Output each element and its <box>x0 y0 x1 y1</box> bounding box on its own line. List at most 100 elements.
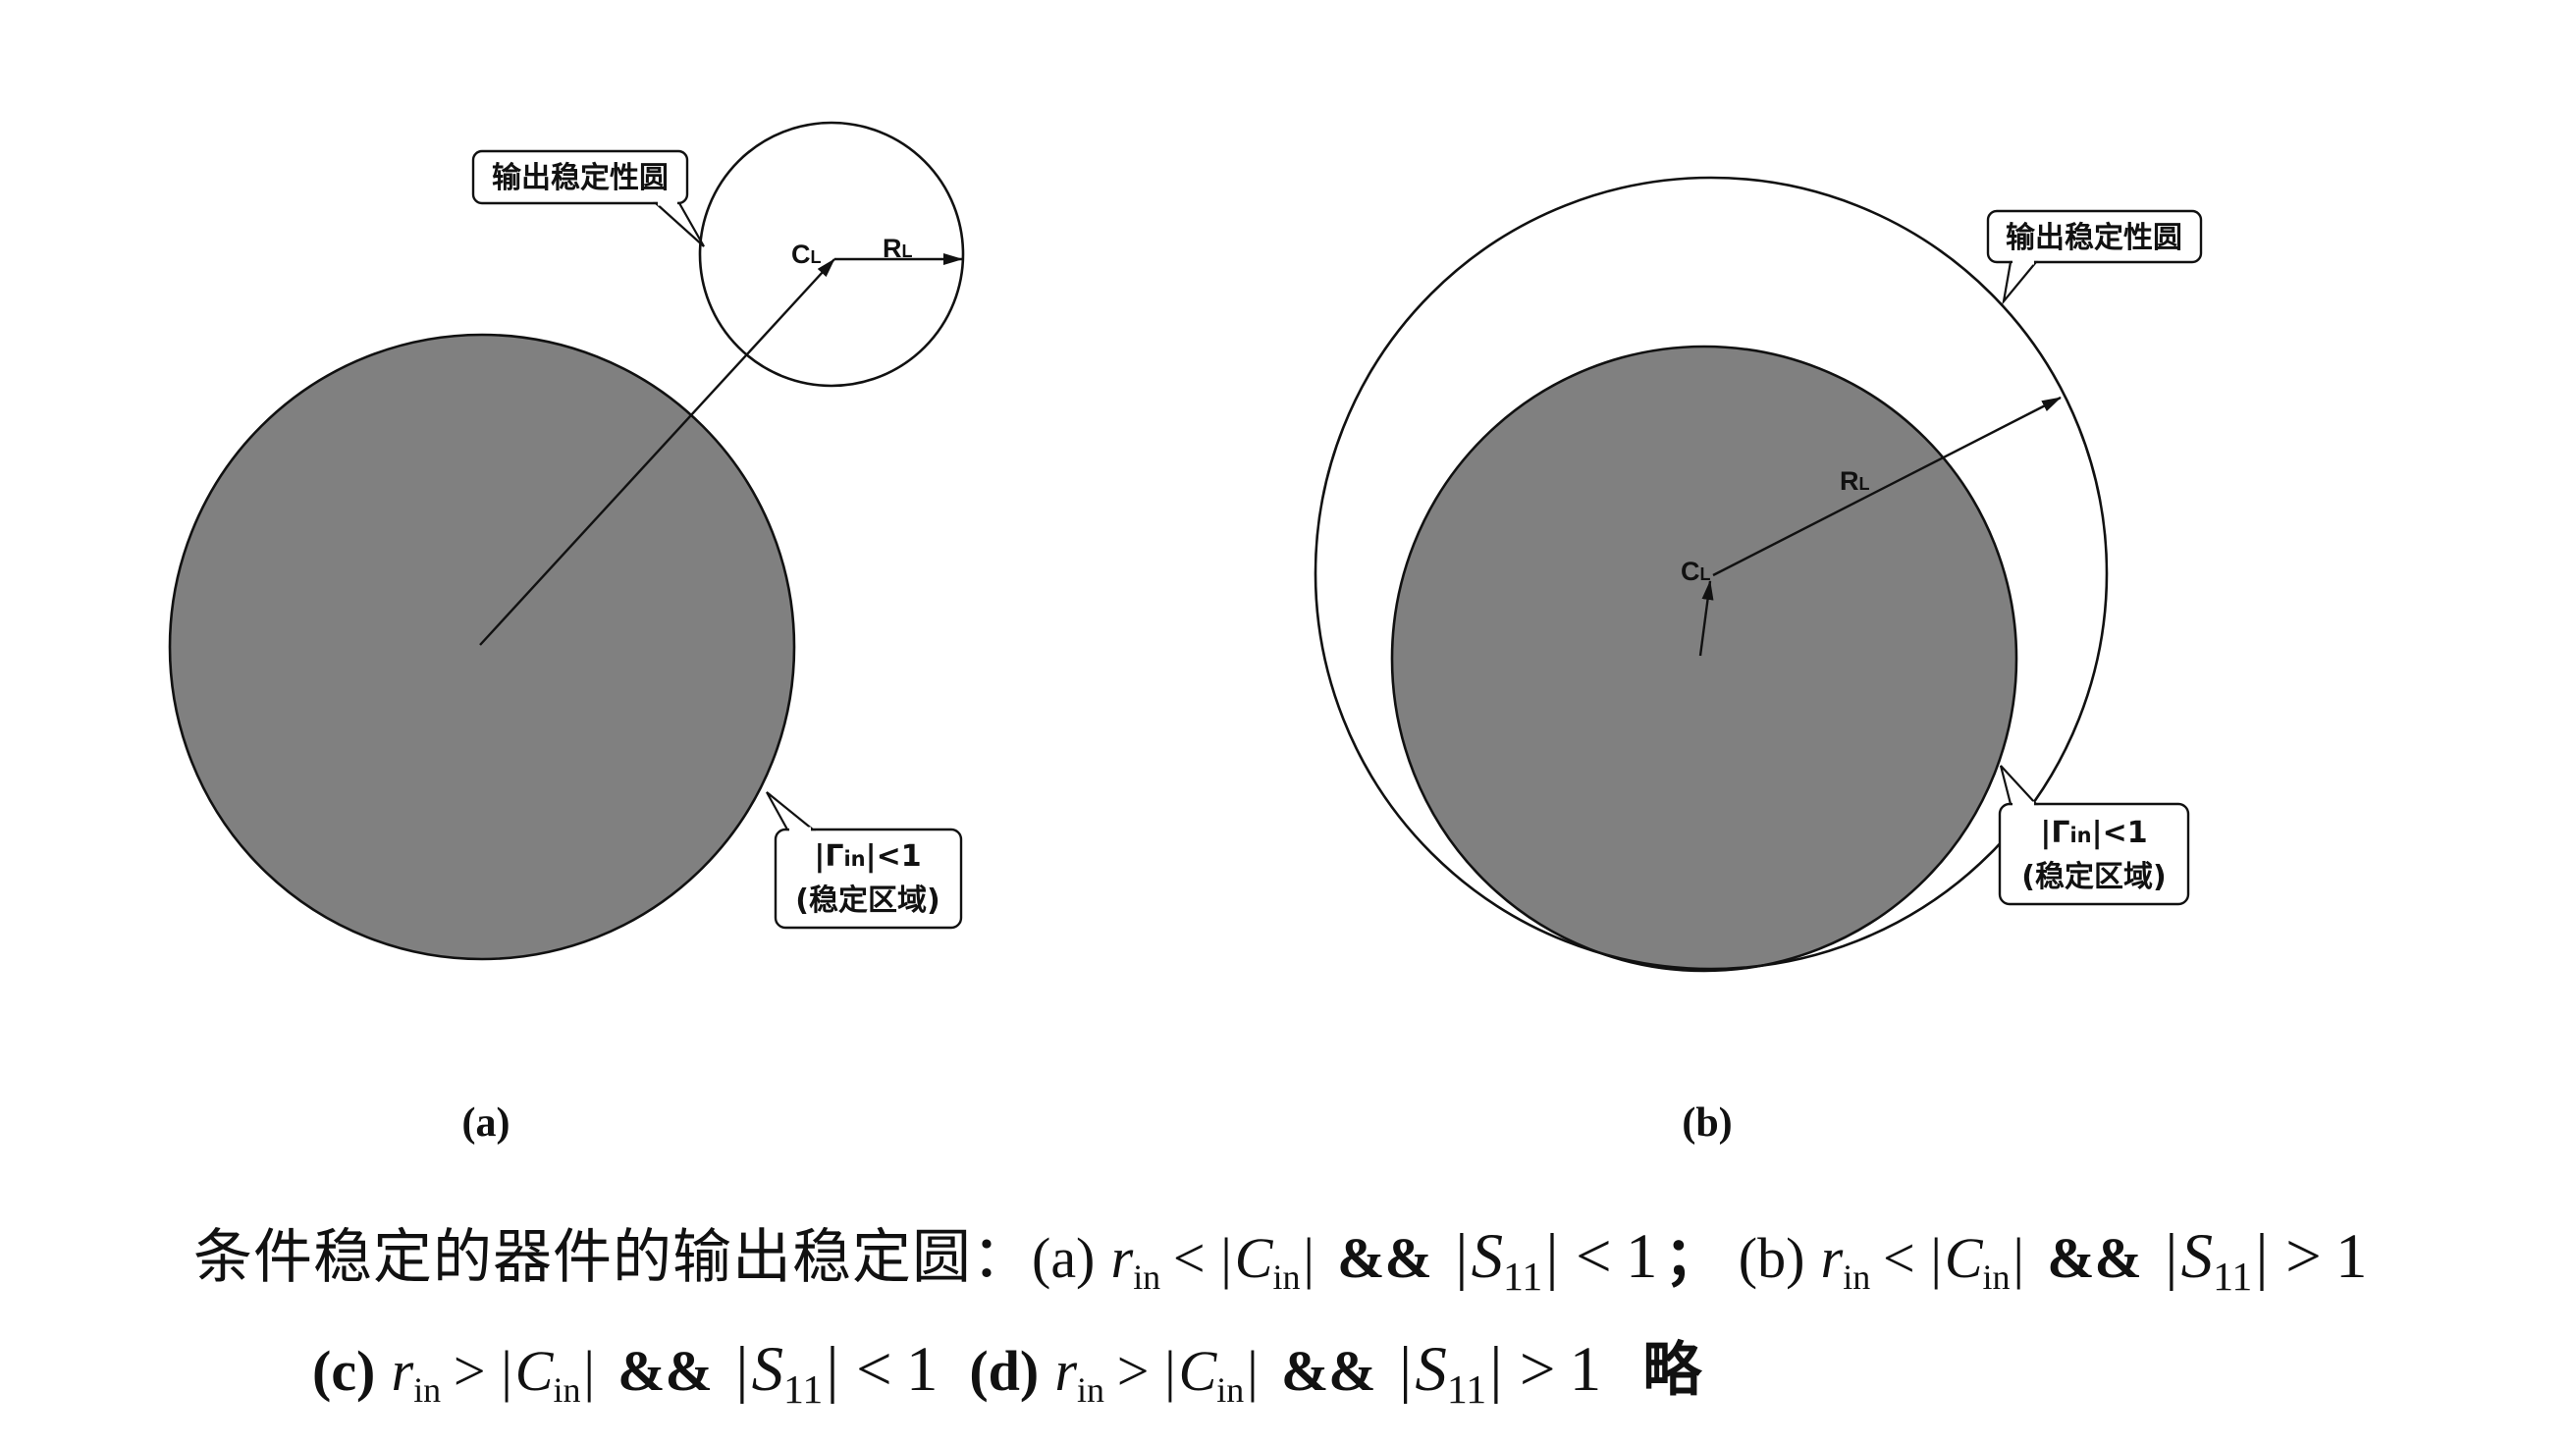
omitted-note: 略 <box>1642 1336 1702 1405</box>
callout-box <box>471 149 689 205</box>
output-stability-circle <box>698 121 965 388</box>
center-label-sub: L <box>811 247 822 267</box>
radius-label: RL <box>1840 466 1870 496</box>
operator: < <box>856 1334 892 1405</box>
abs-bar: | <box>1303 1226 1315 1290</box>
radius-label-sub: L <box>1859 474 1870 494</box>
callout-text: 输出稳定性圆 <box>492 161 669 195</box>
diagram-a: CL RL 输出稳定性圆 |Γin|<1 (稳定区域) (a) <box>168 121 965 1146</box>
rhs-value: 1 <box>1569 1334 1602 1405</box>
gamma-abs-close: |<1 <box>866 839 922 874</box>
caption-line-1: 条件稳定的器件的输出稳定圆： (a) r in < | C in | && | … <box>193 1217 2367 1300</box>
callout-stability-circle: 输出稳定性圆 <box>471 149 705 247</box>
abs-bar: | <box>1247 1339 1259 1403</box>
var-r: r <box>1820 1226 1844 1290</box>
var-r: r <box>391 1339 414 1403</box>
callout-box <box>774 828 963 930</box>
var-r: r <box>1054 1339 1078 1403</box>
sub-11: 11 <box>2213 1254 2253 1300</box>
operator: < <box>1172 1226 1206 1290</box>
radius-label-main: R <box>883 234 902 263</box>
logical-and: && <box>1280 1339 1376 1403</box>
abs-bar: | <box>1399 1334 1413 1405</box>
abs-bar: | <box>2165 1221 2178 1292</box>
var-c: C <box>514 1339 554 1403</box>
case-c: (c) r in > | C in | && | S 11 | < 1 <box>312 1330 938 1418</box>
callout-tail <box>653 201 705 247</box>
var-r: r <box>1110 1226 1134 1290</box>
logical-and: && <box>1337 1226 1432 1290</box>
var-c: C <box>1944 1226 1983 1290</box>
radius-label-main: R <box>1840 466 1859 496</box>
callout-tail <box>766 791 817 831</box>
rhs-value: 1 <box>1625 1221 1658 1292</box>
operator: > <box>1116 1339 1150 1403</box>
callout-text: 输出稳定性圆 <box>2006 221 2182 255</box>
callout-text-line1: |Γin|<1 <box>814 839 921 874</box>
callout-stable-region: |Γin|<1 (稳定区域) <box>1998 765 2190 906</box>
gamma-sub: in <box>843 847 865 871</box>
sub-in: in <box>413 1369 442 1410</box>
abs-bar: | <box>1545 1221 1559 1292</box>
abs-bar: | <box>735 1334 749 1405</box>
case-a: (a) r in < | C in | && | S 11 | < 1 ； <box>1032 1217 1739 1305</box>
sub-in: in <box>1843 1257 1871 1297</box>
rhs-value: 1 <box>905 1334 939 1405</box>
sub-in: in <box>1982 1257 2011 1297</box>
stable-region-disk <box>168 333 796 961</box>
callout-stable-region: |Γin|<1 (稳定区域) <box>766 791 963 930</box>
abs-bar: | <box>1489 1334 1503 1405</box>
operator: > <box>453 1339 486 1403</box>
abs-bar: | <box>501 1339 512 1403</box>
case-label: (a) <box>1032 1226 1096 1290</box>
callout-box <box>1998 802 2190 906</box>
var-s: S <box>1471 1221 1504 1292</box>
center-label: CL <box>1681 557 1711 586</box>
gamma-abs-open: |Γ <box>2040 816 2069 850</box>
diagram-b: CL RL 输出稳定性圆 |Γin|<1 (稳定区域) (b) <box>1314 176 2203 1146</box>
case-b: (b) r in < | C in | && | S 11 | > 1 <box>1739 1217 2368 1305</box>
var-s: S <box>2180 1221 2214 1292</box>
case-label: (c) <box>312 1339 376 1403</box>
var-c: C <box>1178 1339 1217 1403</box>
radius-label-sub: L <box>902 241 913 261</box>
case-label: (b) <box>1738 1226 1805 1290</box>
sub-11: 11 <box>1446 1366 1487 1413</box>
sub-in: in <box>1133 1257 1161 1297</box>
operator: < <box>1882 1226 1915 1290</box>
var-s: S <box>751 1334 784 1405</box>
center-label-sub: L <box>1700 564 1711 584</box>
callout-tail <box>1999 765 2039 806</box>
caption-title: 条件稳定的器件的输出稳定圆： <box>193 1223 1032 1292</box>
var-c: C <box>1234 1226 1273 1290</box>
abs-bar: | <box>1455 1221 1469 1292</box>
output-stability-circle <box>1314 176 2109 971</box>
radius-label: RL <box>883 234 913 263</box>
abs-bar: | <box>1164 1339 1176 1403</box>
panel-label-a: (a) <box>462 1100 510 1146</box>
callout-text-line2: (稳定区域) <box>795 883 939 918</box>
abs-bar: | <box>1930 1226 1942 1290</box>
abs-bar: | <box>2012 1226 2024 1290</box>
center-label: CL <box>791 240 822 269</box>
center-label-main: C <box>791 240 811 269</box>
rhs-value: 1 <box>2334 1221 2368 1292</box>
callout-box <box>1986 209 2203 264</box>
callout-text-line2: (稳定区域) <box>2021 860 2166 894</box>
sub-11: 11 <box>783 1366 824 1413</box>
caption-line-2: (c) r in > | C in | && | S 11 | < 1 (d) … <box>312 1330 1702 1413</box>
sub-in: in <box>553 1369 581 1410</box>
operator: > <box>2285 1221 2322 1292</box>
sub-in: in <box>1216 1369 1245 1410</box>
abs-bar: | <box>1220 1226 1232 1290</box>
case-d: (d) r in > | C in | && | S 11 | > 1 <box>969 1330 1601 1418</box>
callout-stability-circle: 输出稳定性圆 <box>1986 209 2203 305</box>
case-label: (d) <box>969 1339 1040 1403</box>
abs-bar: | <box>583 1339 595 1403</box>
callout-text-line1: |Γin|<1 <box>2040 816 2147 850</box>
operator: < <box>1576 1221 1612 1292</box>
sub-11: 11 <box>1503 1254 1543 1300</box>
radius-arrow <box>1712 396 2062 577</box>
abs-bar: | <box>2255 1221 2269 1292</box>
panel-label-b: (b) <box>1682 1100 1732 1146</box>
